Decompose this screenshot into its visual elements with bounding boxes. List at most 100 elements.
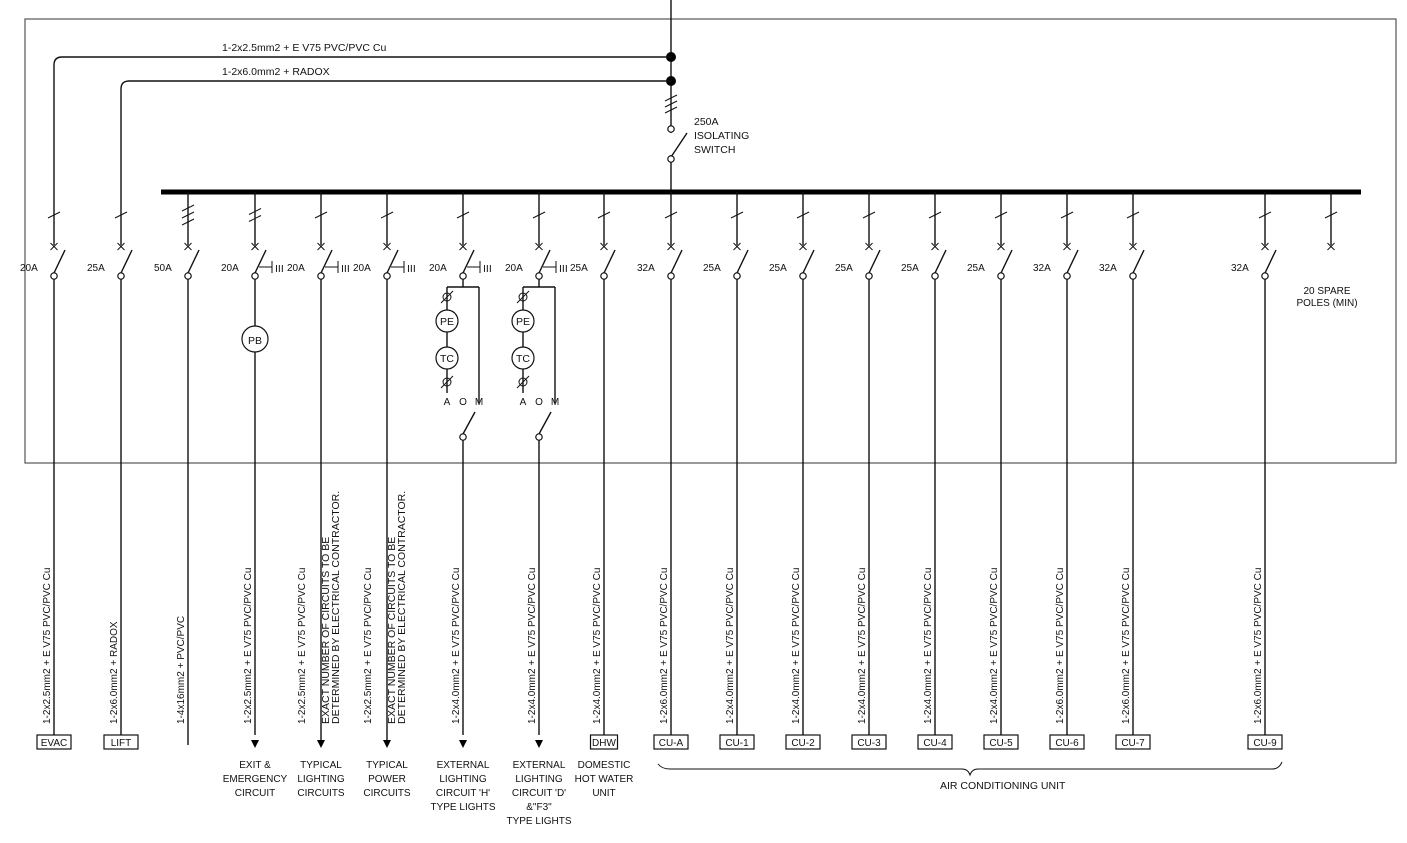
equipment-tag — [1049, 734, 1085, 750]
circuit-breaker — [868, 249, 881, 274]
time-clock — [435, 346, 459, 370]
breaker-rating: 25A — [769, 263, 787, 274]
group-label: AIR CONDITIONING UNIT — [940, 780, 1066, 792]
cable-spec: 1-2x4.0mm2 + E V75 PVC/PVC Cu — [857, 568, 868, 724]
circuit-breaker — [736, 249, 749, 274]
equipment-tag — [851, 734, 887, 750]
breaker-rating: 20A — [429, 263, 447, 274]
circuit-breaker — [187, 249, 200, 274]
isolator-rating: 250A — [694, 116, 719, 128]
breaker-rating: 32A — [1099, 263, 1117, 274]
circuit-description: HOT WATER — [575, 774, 634, 785]
svg-text:CU-5: CU-5 — [989, 738, 1013, 749]
cable-spec: 1-2x6.0mm2 + E V75 PVC/PVC Cu — [1121, 568, 1132, 724]
cable-spec: 1-2x2.5mm2 + E V75 PVC/PVC Cu — [297, 568, 308, 724]
circuit-breaker — [53, 249, 66, 274]
equipment-tag — [719, 734, 755, 750]
breaker-rating: 32A — [1033, 263, 1051, 274]
equipment-tag — [785, 734, 821, 750]
circuit-description: TYPE LIGHTS — [430, 802, 495, 813]
isolating-switch — [670, 132, 688, 158]
cable-spec: 1-2x4.0mm2 + E V75 PVC/PVC Cu — [527, 568, 538, 724]
spare-label-2: POLES (MIN) — [1296, 298, 1357, 309]
cable-spec: 1-4x16mm2 + PVC/PVC — [176, 616, 187, 724]
arrow-icon — [383, 740, 391, 748]
feeder-cable-lift: 1-2x6.0mm2 + RADOX — [222, 66, 330, 78]
isolator-label-2: SWITCH — [694, 144, 735, 156]
circuit-breaker — [670, 249, 683, 274]
circuit-description: DOMESTIC — [578, 760, 631, 771]
rcd-symbol: III — [341, 263, 350, 275]
cable-spec: 1-2x4.0mm2 + E V75 PVC/PVC Cu — [451, 568, 462, 724]
equipment-tag — [589, 734, 619, 750]
breaker-rating: 20A — [20, 263, 38, 274]
isolator-label-1: ISOLATING — [694, 130, 749, 142]
equipment-tag — [917, 734, 953, 750]
svg-text:CU-7: CU-7 — [1121, 738, 1145, 749]
svg-text:CU-6: CU-6 — [1055, 738, 1079, 749]
svg-text:LIFT: LIFT — [111, 738, 132, 749]
circuit-cu3: 25A CU-3 1-2x4.0mm2 + E V75 PVC/PVC Cu — [835, 192, 887, 750]
breaker-rating: 25A — [901, 263, 919, 274]
equipment-tag — [103, 734, 139, 750]
circuit-description: TYPICAL — [366, 760, 408, 771]
selector-O: O — [459, 397, 467, 408]
svg-text:DHW: DHW — [592, 738, 616, 749]
cable-spec: 1-2x6.0mm2 + E V75 PVC/PVC Cu — [1253, 568, 1264, 724]
circuit-breaker — [462, 249, 475, 274]
circuit-breaker — [1000, 249, 1013, 274]
breaker-rating: 20A — [353, 263, 371, 274]
circuit-note-2: DETERMINED BY ELECTRICAL CONTRACTOR. — [330, 491, 342, 724]
circuit-description: CIRCUIT 'D' — [512, 788, 566, 799]
cable-spec: 1-2x4.0mm2 + E V75 PVC/PVC Cu — [923, 568, 934, 724]
equipment-tag — [653, 734, 689, 750]
feeder-cable-evac: 1-2x2.5mm2 + E V75 PVC/PVC Cu — [222, 42, 386, 54]
equipment-tag — [36, 734, 72, 750]
circuit-breaker — [120, 249, 133, 274]
circuit-description: EXTERNAL — [513, 760, 566, 771]
breaker-rating: 25A — [703, 263, 721, 274]
circuit-breaker — [320, 249, 333, 274]
breaker-rating: 25A — [967, 263, 985, 274]
time-clock — [511, 346, 535, 370]
rcd-symbol: III — [483, 263, 492, 275]
circuit-description: LIGHTING — [515, 774, 562, 785]
cable-spec: 1-2x2.5mm2 + E V75 PVC/PVC Cu — [42, 568, 53, 724]
svg-text:CU-1: CU-1 — [725, 738, 749, 749]
supply-feeder-evac: 1-2x2.5mm2 + E V75 PVC/PVC Cu — [53, 42, 671, 192]
circuit-evac: 20A EVAC 1-2x2.5mm2 + E V75 PVC/PVC Cu — [20, 192, 72, 750]
circuit-description: CIRCUIT 'H' — [436, 788, 490, 799]
circuit-description: &"F3" — [526, 802, 552, 813]
circuit-description: CIRCUIT — [235, 788, 276, 799]
rcd-symbol: III — [275, 263, 284, 275]
breaker-rating: 25A — [835, 263, 853, 274]
svg-text:CU-3: CU-3 — [857, 738, 881, 749]
circuit-description: EXIT & — [239, 760, 271, 771]
circuit-note-1: EXACT NUMBER OF CIRCUITS TO BE — [320, 537, 332, 724]
circuit-description: EMERGENCY — [223, 774, 288, 785]
svg-text:CU-9: CU-9 — [1253, 738, 1277, 749]
circuit-note-2: DETERMINED BY ELECTRICAL CONTRACTOR. — [396, 491, 408, 724]
air-conditioning-brace: AIR CONDITIONING UNIT — [657, 761, 1283, 792]
circuit-description: CIRCUITS — [297, 788, 345, 799]
svg-text:PB: PB — [248, 335, 262, 347]
svg-text:EVAC: EVAC — [41, 738, 68, 749]
circuit-description: POWER — [368, 774, 406, 785]
incoming-supply: 250A ISOLATING SWITCH — [664, 0, 749, 192]
rcd-symbol: III — [559, 263, 568, 275]
circuit-breaker — [603, 249, 616, 274]
spare-label-1: 20 SPARE — [1303, 286, 1350, 297]
circuit-description: CIRCUITS — [363, 788, 411, 799]
svg-text:TC: TC — [516, 353, 530, 365]
photo-electric-cell — [511, 309, 535, 333]
